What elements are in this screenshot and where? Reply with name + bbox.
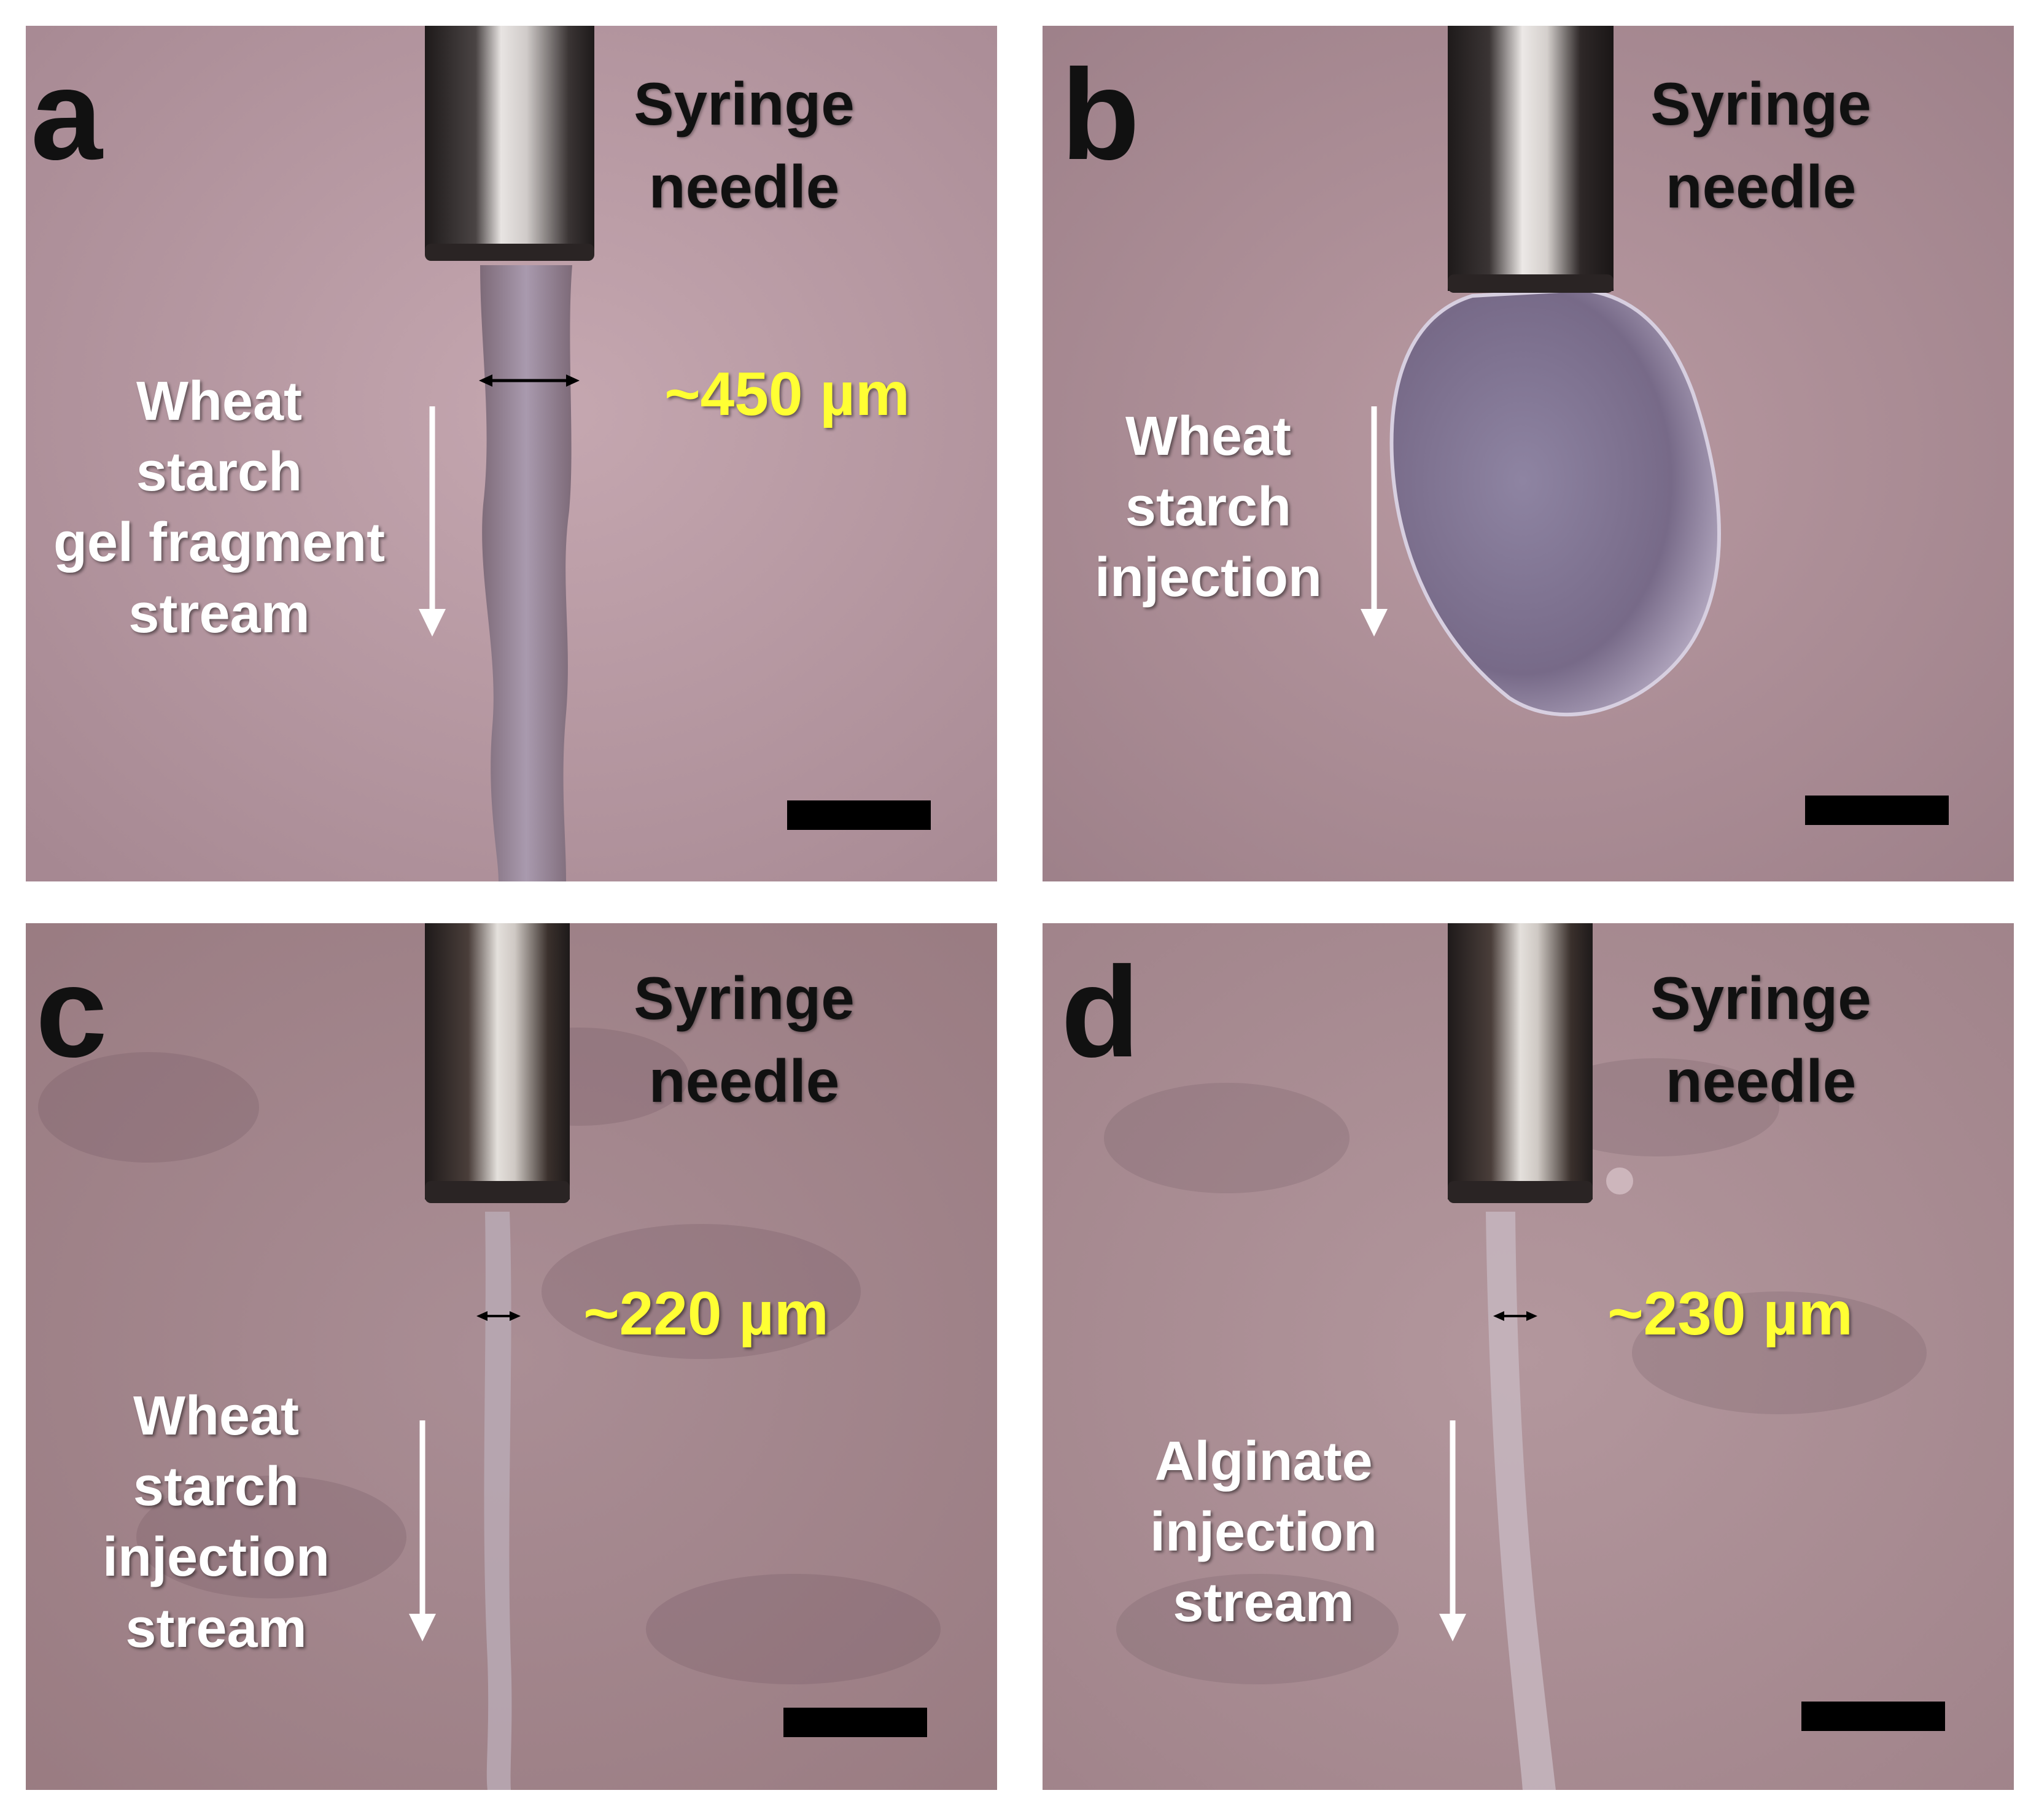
panel-letter: a — [31, 42, 103, 187]
scale-bar — [1805, 796, 1949, 825]
measurement-label: ~220 µm — [583, 1279, 829, 1348]
panel-d-photo — [1043, 923, 2014, 1790]
panel-b-photo — [1043, 26, 2014, 881]
scale-bar — [783, 1708, 927, 1737]
measurement-label: ~450 µm — [664, 360, 910, 428]
panel-c-photo — [26, 923, 997, 1790]
gel-fragment-stream — [480, 265, 572, 881]
syringe-needle — [425, 26, 594, 252]
panel-a-photo — [26, 26, 997, 881]
needle-label: Syringe needle — [634, 964, 855, 1115]
description-label: Wheat starch injection — [1094, 406, 1322, 609]
needle-label: Syringe needle — [634, 70, 855, 221]
description-label: Alginate injection stream — [1149, 1431, 1378, 1634]
panel-d: d Syringe needle Alginate injection stre… — [1043, 923, 2014, 1790]
panel-letter: b — [1061, 42, 1140, 187]
panel-b: b Syringe needle Wheat starch injection — [1043, 26, 2014, 881]
description-label: Wheat starch injection stream — [102, 1385, 330, 1659]
panel-letter: c — [36, 940, 107, 1084]
measurement-label: ~230 µm — [1607, 1279, 1853, 1348]
panel-a: a Syringe needle Wheat starch gel fragme… — [26, 26, 997, 881]
injection-stream — [484, 1212, 512, 1790]
starch-droplet — [1389, 287, 1721, 717]
syringe-needle — [1448, 923, 1593, 1199]
needle-label: Syringe needle — [1650, 964, 1871, 1115]
description-label: Wheat starch gel fragment stream — [53, 371, 386, 645]
scale-bar — [787, 800, 931, 830]
needle-label: Syringe needle — [1650, 70, 1871, 221]
panel-letter: d — [1061, 940, 1140, 1084]
syringe-needle — [1448, 26, 1614, 291]
scale-bar — [1801, 1702, 1945, 1731]
injection-stream — [1486, 1212, 1556, 1790]
syringe-needle — [425, 923, 570, 1199]
panel-c: c Syringe needle Wheat starch injection … — [26, 923, 997, 1790]
